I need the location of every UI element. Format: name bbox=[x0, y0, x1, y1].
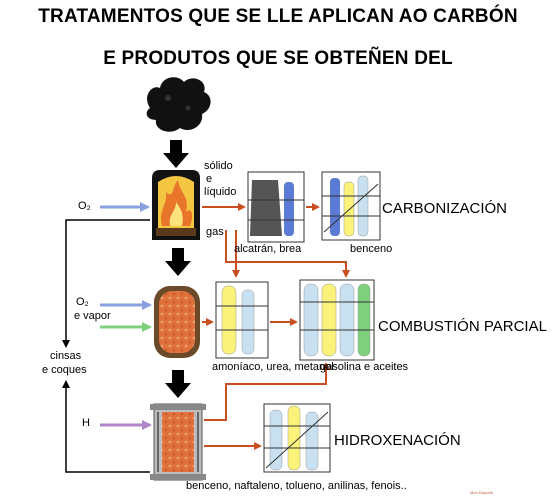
label-o2-top: O₂ bbox=[78, 200, 91, 212]
main-arrow-1 bbox=[163, 140, 189, 168]
benzene-plant-icon bbox=[321, 171, 381, 241]
coal-icon bbox=[146, 77, 211, 132]
ash-return-line bbox=[62, 219, 150, 473]
product-benzene: benceno bbox=[350, 243, 393, 255]
flow-hydrogenation-arrow bbox=[204, 362, 330, 450]
flow-gas-arrow bbox=[225, 230, 350, 278]
tar-plant-icon bbox=[247, 171, 305, 243]
label-liquido: líquido bbox=[204, 186, 237, 198]
product-aromatics: benceno, naftaleno, tolueno, anilinas, f… bbox=[186, 480, 407, 492]
furnace-icon bbox=[152, 170, 200, 240]
product-tar: alcatrán, brea bbox=[234, 243, 302, 255]
process-hydrogenation: HIDROXENACIÓN bbox=[334, 432, 461, 449]
process-carbonization: CARBONIZACIÓN bbox=[382, 200, 508, 217]
gasoline-plant-icon bbox=[299, 279, 375, 361]
ammonia-plant-icon bbox=[215, 281, 269, 359]
label-solido: sólido bbox=[204, 160, 233, 172]
process-partial-combustion: COMBUSTIÓN PARCIAL bbox=[378, 318, 547, 335]
aromatics-plant-icon bbox=[263, 403, 331, 473]
label-vapor: e vapor bbox=[74, 310, 111, 322]
label-coke: e coques bbox=[42, 364, 87, 376]
main-arrow-3 bbox=[165, 370, 191, 398]
credit-text: Mon Deporte bbox=[470, 490, 494, 495]
hydrogenation-reactor-icon bbox=[150, 403, 206, 481]
title-line-1: TRATAMENTOS QUE SE LLE APLICAN AO CARBÓN bbox=[38, 6, 518, 27]
gasifier-reactor-icon bbox=[154, 286, 200, 358]
label-ash: cinsas bbox=[50, 350, 82, 362]
product-ammonia: amoníaco, urea, metanol bbox=[212, 361, 334, 373]
title-line-2: E PRODUTOS QUE SE OBTEÑEN DEL bbox=[103, 48, 453, 69]
product-gasoline: gasolina e aceites bbox=[320, 361, 409, 373]
label-gas: gas bbox=[206, 226, 224, 238]
label-o2-mid: O₂ bbox=[76, 296, 89, 308]
label-h: H bbox=[82, 417, 90, 429]
main-arrow-2 bbox=[165, 248, 191, 276]
label-e: e bbox=[206, 173, 213, 185]
